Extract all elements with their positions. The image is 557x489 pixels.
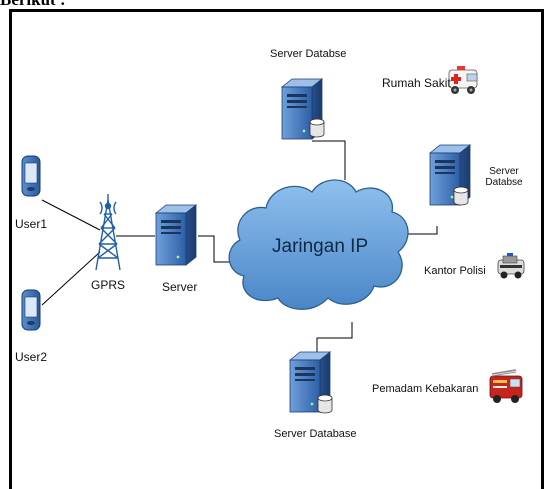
database-icon — [317, 394, 333, 414]
tower-icon — [95, 194, 121, 271]
server-icon — [155, 204, 197, 266]
phone-icon — [21, 289, 41, 331]
gprs-label: GPRS — [91, 278, 126, 292]
rumah-sakit-label: Rumah Sakit — [382, 76, 451, 90]
database-icon — [453, 186, 469, 206]
network-diagram — [21, 66, 525, 414]
server-database-bottom-label: Server Database — [274, 428, 357, 440]
cloud-label: Jaringan IP — [272, 236, 369, 257]
server-right-line2: Databse — [485, 177, 523, 188]
connection-lines — [41, 140, 438, 356]
phone-icon — [21, 155, 41, 197]
cloud-icon — [228, 179, 409, 310]
server-right-line1: Server — [489, 166, 519, 177]
server-main-label: Server — [162, 280, 198, 294]
server-database-top-label: Server Databse — [270, 48, 347, 60]
diagram-frame — [9, 9, 544, 489]
police-car-icon — [497, 253, 525, 279]
server-database-right-label: Server Databse — [482, 166, 526, 188]
user1-label: User1 — [15, 217, 48, 231]
database-icon — [309, 118, 325, 138]
ambulance-icon — [448, 66, 478, 94]
header-fragment: Berikut : — [0, 0, 66, 10]
kantor-polisi-label: Kantor Polisi — [424, 265, 486, 277]
user2-label: User2 — [15, 350, 48, 364]
pemadam-kebakaran-label: Pemadam Kebakaran — [372, 383, 479, 395]
fire-truck-icon — [489, 369, 523, 403]
